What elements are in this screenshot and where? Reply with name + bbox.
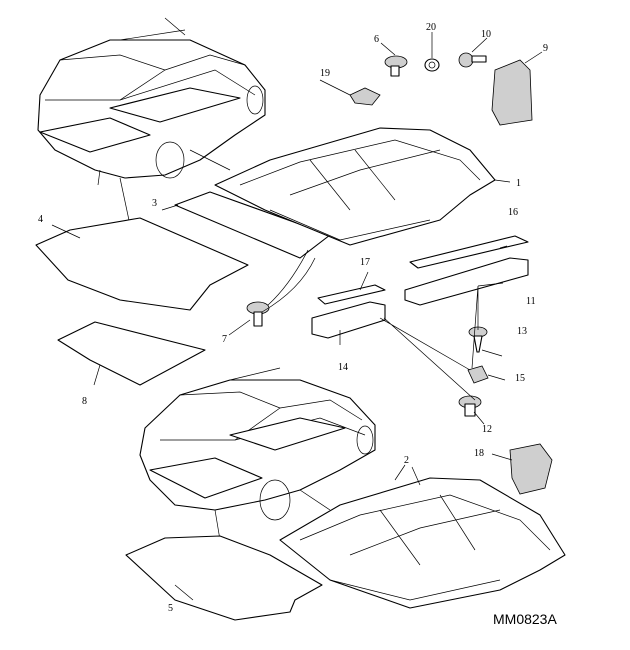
part-14-sill-finisher <box>311 301 386 339</box>
callout-6: 6 <box>374 34 379 45</box>
part-18-bracket <box>509 443 553 495</box>
part-8-mat <box>57 321 206 386</box>
callout-14: 14 <box>338 362 348 373</box>
saloon-car-outline <box>139 367 376 541</box>
callout-11: 11 <box>526 296 536 307</box>
callout-5: 5 <box>168 603 173 614</box>
callout-10: 10 <box>481 29 491 40</box>
part-2-floor-carpet <box>279 477 566 609</box>
callout-labels: 1 2 3 4 5 6 7 8 9 10 11 12 13 14 15 16 1… <box>38 22 548 614</box>
part-11-sill-finisher <box>404 257 529 306</box>
callout-18: 18 <box>474 448 484 459</box>
part-7-clip <box>246 249 316 327</box>
part-15-clip <box>467 365 489 384</box>
callout-3: 3 <box>152 198 157 209</box>
callout-7: 7 <box>222 334 227 345</box>
callout-16: 16 <box>508 207 518 218</box>
hatchback-car-outline <box>37 29 266 226</box>
callout-13: 13 <box>517 326 527 337</box>
part-13-screw <box>468 326 488 353</box>
callout-4: 4 <box>38 214 43 225</box>
callout-8: 8 <box>82 396 87 407</box>
callout-20: 20 <box>426 22 436 33</box>
part-9-trim-panel <box>491 59 533 126</box>
part-6-fastener <box>384 55 408 77</box>
diagram-reference-code: MM0823A <box>493 611 557 627</box>
part-19-bracket <box>349 87 381 106</box>
callout-19: 19 <box>320 68 330 79</box>
callout-1: 1 <box>516 178 521 189</box>
callout-17: 17 <box>360 257 370 268</box>
callout-2: 2 <box>404 455 409 466</box>
part-16-sill-strip <box>409 235 529 269</box>
part-17-strip <box>317 284 386 305</box>
callout-15: 15 <box>515 373 525 384</box>
part-1-floor-carpet <box>214 127 496 246</box>
callout-12: 12 <box>482 424 492 435</box>
part-5-boot-carpet <box>125 535 323 621</box>
part-10-screw <box>458 52 487 68</box>
part-12-bush <box>458 395 482 417</box>
callout-leaders <box>51 17 543 601</box>
part-4-boot-carpet <box>35 217 249 311</box>
part-20-grommet <box>424 58 440 72</box>
callout-9: 9 <box>543 43 548 54</box>
leader-lines <box>379 285 479 401</box>
